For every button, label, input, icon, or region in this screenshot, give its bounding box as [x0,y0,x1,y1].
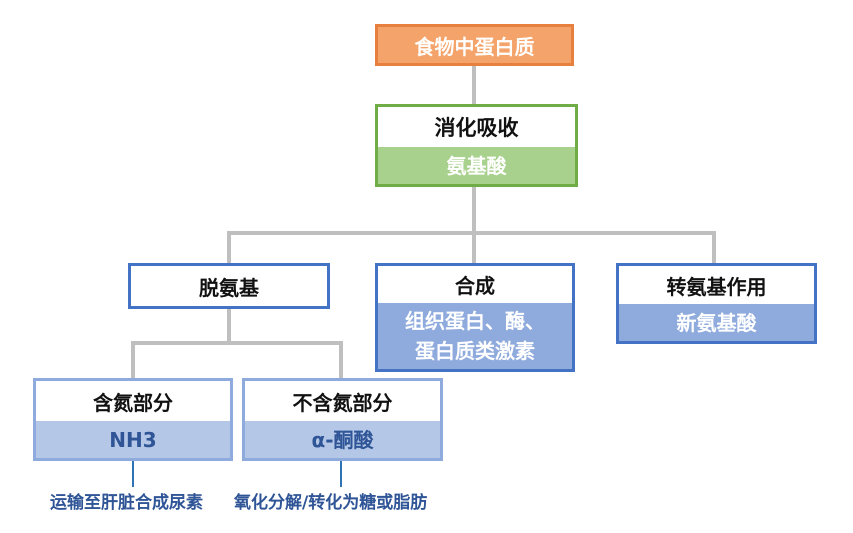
connector-top [472,66,476,106]
synthesis-label: 合成 [378,266,572,303]
connector-horizontal [227,231,716,235]
keto-fate-note: 氧化分解/转化为糖或脂肪 [234,493,428,513]
nh3-fate-note: 运输至肝脏合成尿素 [50,493,203,513]
synthesis-detail-line1: 组织蛋白、酶、 [405,309,545,333]
keto-note-line [340,461,342,487]
nitrogen-part-label: 含氮部分 [36,381,230,421]
deamination-node: 脱氨基 [128,263,330,309]
new-amino-acid-label: 新氨基酸 [619,304,814,341]
synthesis-detail-line2: 蛋白质类激素 [415,339,535,363]
synthesis-detail: 组织蛋白、酶、 蛋白质类激素 [378,303,572,369]
keto-acid-label: α-酮酸 [245,421,440,458]
transamination-label: 转氨基作用 [619,266,814,304]
digestion-label: 消化吸收 [378,107,575,147]
connector-left-drop [227,231,231,265]
nh3-label: NH3 [36,421,230,458]
amino-acid-label: 氨基酸 [378,147,575,184]
food-protein-node: 食物中蛋白质 [375,24,574,66]
non-nitrogen-part-label: 不含氮部分 [245,381,440,421]
connector-lower-horizontal [131,341,343,345]
connector-trunk [472,185,476,235]
connector-right-drop [712,231,716,265]
connector-nonnitrogen-drop [339,341,343,380]
connector-mid-drop [472,231,476,265]
connector-deam-down [227,309,231,344]
connector-nitrogen-drop [131,341,135,380]
nh3-note-line [132,461,134,487]
